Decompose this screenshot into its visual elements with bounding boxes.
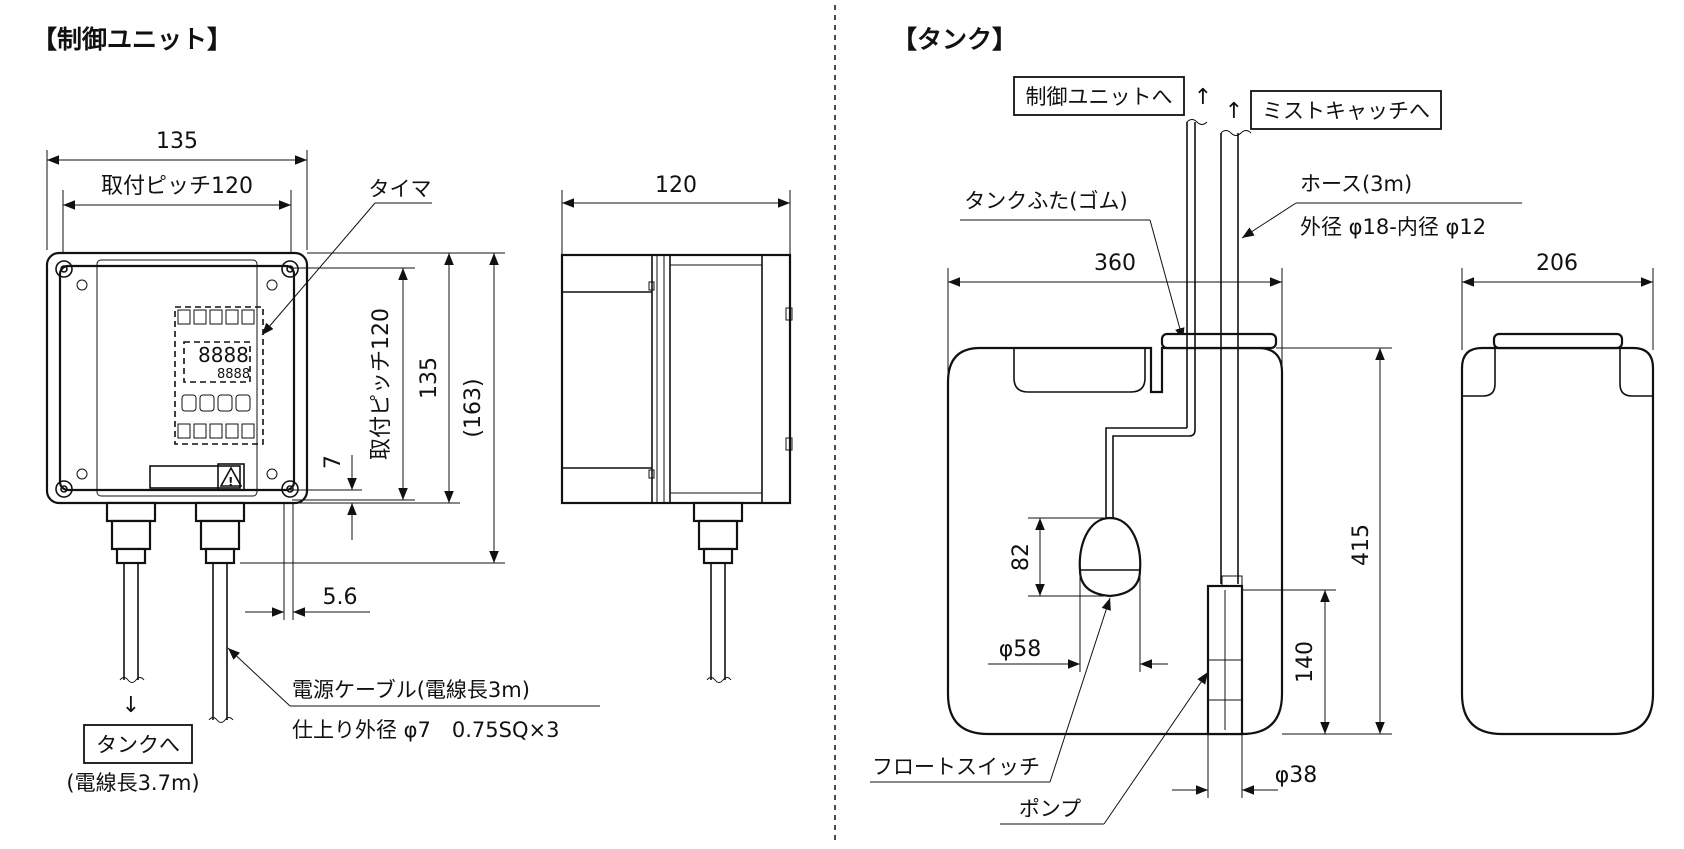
timer-digits-sub: 8888: [217, 367, 250, 382]
pump-label: ポンプ: [1019, 797, 1081, 821]
warning-label: [217, 463, 245, 491]
hose-leader: [1241, 202, 1297, 239]
timer-display: [183, 341, 251, 383]
arrow-up-control: ↑: [1194, 85, 1212, 110]
timer-module: [174, 306, 264, 445]
to-tank-label: タンクへ: [96, 733, 180, 757]
to-tank-box: [83, 724, 193, 764]
timer-buttons: [181, 394, 251, 412]
dim-tank-depth: 206: [1536, 251, 1578, 276]
dim-width-overall: 135: [156, 129, 198, 154]
svg-text:!: !: [228, 475, 233, 489]
pump-leader: [1103, 671, 1209, 825]
control-unit-heading: 【制御ユニット】: [32, 25, 232, 54]
dim-pump-diameter: φ38: [1275, 763, 1318, 788]
to-mist-catcher-box: [1250, 90, 1442, 130]
dim-tank-height: 415: [1349, 524, 1374, 566]
float-switch: [1078, 516, 1142, 598]
dim-flange-offset: 7: [321, 455, 346, 469]
to-tank-wire-length: (電線長3.7m): [66, 771, 199, 795]
cable-label-line2: 仕上り外径 φ7 0.75SQ×3: [292, 718, 559, 742]
tank-front-view: 制御ユニットへ ↑ ↑ ミストキャッチへ ホース(3m) 外径 φ18-内径 φ…: [870, 76, 1522, 825]
lid-label: タンクふた(ゴム): [964, 189, 1127, 213]
to-mist-catcher-label: ミストキャッチへ: [1262, 99, 1430, 123]
tank-lid: [1160, 332, 1278, 350]
hose-label-line1: ホース(3m): [1300, 172, 1412, 196]
dim-height-body: 135: [417, 357, 442, 399]
dim-height-overall: (163): [461, 378, 486, 437]
hose-label-line2: 外径 φ18-内径 φ12: [1300, 215, 1486, 239]
timer-digits-main: 8888: [198, 343, 249, 367]
to-control-unit-box: [1013, 76, 1185, 116]
dim-side-depth: 120: [655, 173, 697, 198]
control-unit-side-view: 120: [560, 173, 793, 683]
dim-edge-offset: 5.6: [323, 585, 358, 610]
tank-side-body: [1460, 346, 1655, 736]
tank-side-lid: [1492, 332, 1624, 350]
dim-mount-pitch-height: 取付ピッチ120: [369, 308, 394, 460]
dim-float-diameter: φ58: [999, 637, 1042, 662]
dim-mount-pitch-width: 取付ピッチ120: [101, 174, 253, 199]
float-switch-leader: [1049, 597, 1111, 783]
to-control-unit-label: 制御ユニットへ: [1026, 85, 1173, 109]
timer-terminals-bottom: [177, 423, 255, 439]
lid-leader: [1149, 219, 1185, 341]
cable-leader: [227, 647, 291, 707]
control-unit-front-view: 135 取付ピッチ120 8888 8888: [45, 129, 600, 795]
tank-heading: 【タンク】: [892, 25, 1017, 54]
dim-pump-height: 140: [1293, 641, 1318, 683]
float-switch-label: フロートスイッチ: [872, 755, 1040, 779]
dim-float-height: 82: [1009, 543, 1034, 571]
timer-terminals-top: [177, 309, 255, 325]
arrow-up-mist: ↑: [1225, 99, 1243, 124]
nameplate: [149, 465, 241, 489]
timer-label: タイマ: [369, 177, 432, 201]
to-tank-arrow: ↓: [122, 693, 140, 718]
cable-label-line1: 電源ケーブル(電線長3m): [292, 678, 530, 702]
tank-side-view: 206: [1460, 251, 1655, 736]
timer-leader: [261, 202, 376, 336]
dim-tank-width: 360: [1094, 251, 1136, 276]
